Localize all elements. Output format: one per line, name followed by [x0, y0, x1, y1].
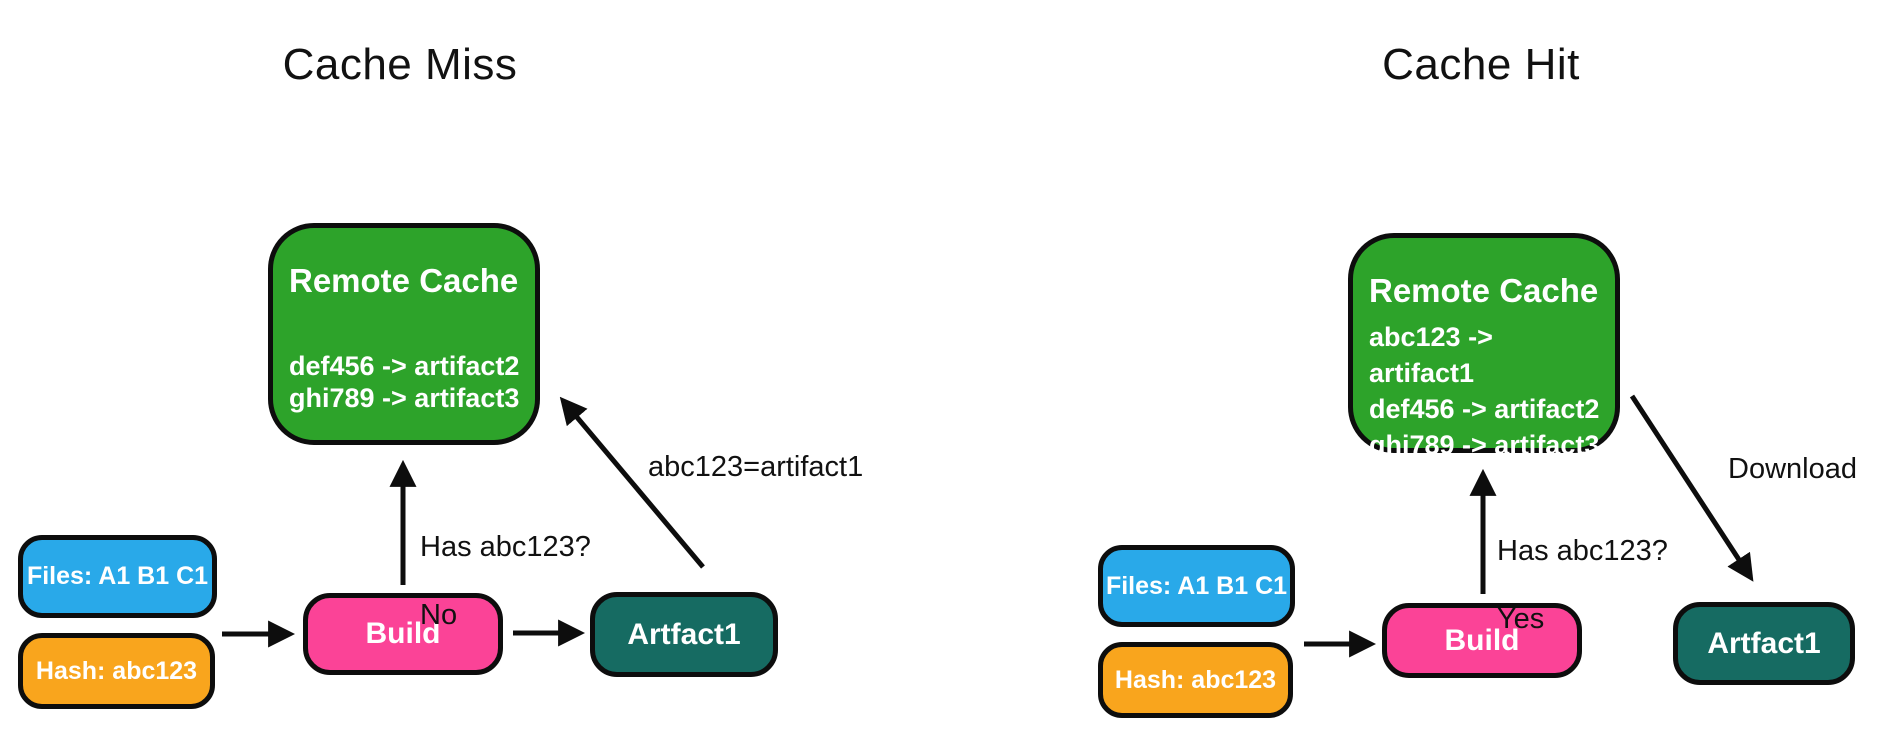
cache-entry: def456 -> artifact2 [289, 351, 520, 381]
build-node: Build [303, 593, 503, 675]
remote-cache-entries: abc123 -> artifact1 def456 -> artifact2 … [1369, 319, 1601, 463]
remote-cache-node: Remote Cache abc123 -> artifact1 def456 … [1348, 233, 1620, 460]
check-question: Has abc123? [420, 531, 591, 563]
check-question: Has abc123? [1497, 535, 1668, 567]
check-answer: Yes [1497, 603, 1545, 635]
download-edge-label: Download [1728, 453, 1857, 485]
files-node: Files: A1 B1 C1 [1098, 545, 1295, 627]
hash-node: Hash: abc123 [1098, 642, 1293, 718]
remote-cache-label: Remote Cache [1369, 272, 1599, 309]
hash-node: Hash: abc123 [18, 633, 215, 709]
has-hash-label: Has abc123? Yes [1497, 500, 1668, 636]
cache-miss-title: Cache Miss [282, 40, 518, 89]
cache-entry: abc123 -> artifact1 [1369, 322, 1493, 388]
files-node: Files: A1 B1 C1 [18, 535, 217, 618]
build-node: Build [1382, 603, 1582, 678]
has-hash-label: Has abc123? No [420, 496, 591, 632]
cache-entry: ghi789 -> artifact3 [1369, 430, 1600, 460]
remote-cache-label: Remote Cache [289, 262, 519, 299]
cache-hit-title: Cache Hit [1382, 40, 1580, 89]
check-answer: No [420, 599, 458, 631]
upload-edge-label: abc123=artifact1 [648, 451, 864, 483]
cache-entry: def456 -> artifact2 [1369, 394, 1600, 424]
cache-entry: ghi789 -> artifact3 [289, 383, 520, 413]
remote-cache-node: Remote Cache def456 -> artifact2 ghi789 … [268, 223, 540, 445]
artifact-node: Artfact1 [590, 592, 778, 677]
artifact-node: Artfact1 [1673, 602, 1855, 685]
remote-cache-entries: def456 -> artifact2 ghi789 -> artifact3 [289, 350, 519, 414]
